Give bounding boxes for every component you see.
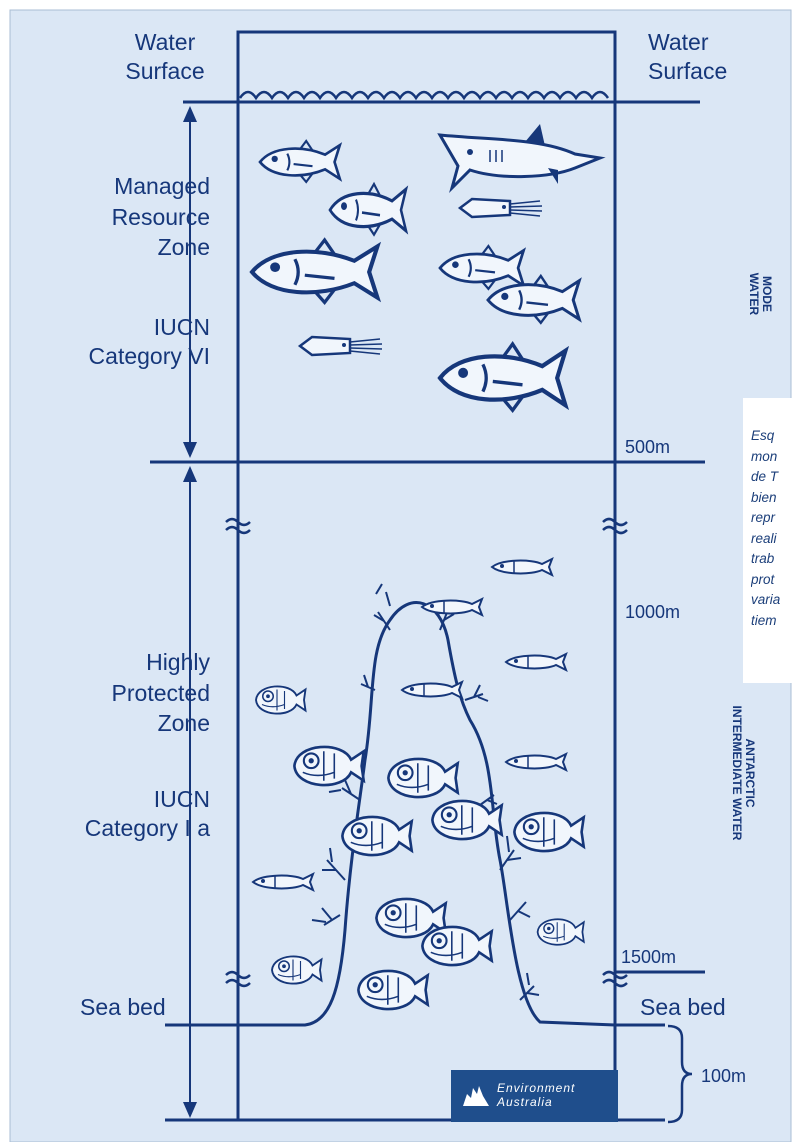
caption-line: reali: [751, 529, 793, 550]
depth-label-500m: 500m: [625, 436, 670, 459]
label-line: Zone: [30, 232, 210, 263]
label-line: Surface: [95, 57, 235, 86]
sea-bed-right-label: Sea bed: [640, 993, 726, 1022]
water-surface-left-label: Water Surface: [95, 28, 235, 87]
caption-line: bien: [751, 488, 793, 509]
depth-label-1500m: 1500m: [621, 946, 676, 969]
depth-label-100m: 100m: [701, 1065, 746, 1088]
label-line: Protected: [30, 678, 210, 709]
label-line: Category I a: [10, 814, 210, 843]
caption-line: de T: [751, 467, 793, 488]
environment-australia-logo: Environment Australia: [451, 1070, 618, 1122]
caption-line: Esq: [751, 426, 793, 447]
depth-label-1000m: 1000m: [625, 601, 680, 624]
caption-line: prot: [751, 570, 793, 591]
logo-line: Australia: [497, 1095, 575, 1109]
label-line: Water: [648, 28, 788, 57]
label-line: Highly: [30, 647, 210, 678]
mode-water-label: MODE WATER: [741, 264, 773, 324]
label-line: Managed: [30, 171, 210, 202]
sea-bed-left-label: Sea bed: [80, 993, 166, 1022]
label-line: Water: [95, 28, 235, 57]
label-line: Surface: [648, 57, 788, 86]
label-line: Zone: [30, 708, 210, 739]
antarctic-water-label: ANTARCTIC INTERMEDIATE WATER: [724, 693, 756, 853]
label-line: INTERMEDIATE WATER: [731, 693, 744, 853]
caption-line: trab: [751, 549, 793, 570]
label-line: WATER: [748, 264, 761, 324]
iucn-vi-label: IUCN Category VI: [20, 313, 210, 372]
label-line: IUCN: [10, 785, 210, 814]
caption-line: tiem: [751, 611, 793, 632]
caption-line: varia: [751, 590, 793, 611]
label-line: ANTARCTIC: [743, 693, 756, 853]
label-line: Resource: [30, 202, 210, 233]
label-line: MODE: [760, 264, 773, 324]
kangaroo-emblem-icon: [461, 1082, 491, 1108]
managed-zone-label: Managed Resource Zone: [30, 171, 210, 263]
caption-line: mon: [751, 447, 793, 468]
logo-line: Environment: [497, 1081, 575, 1095]
caption-line: repr: [751, 508, 793, 529]
label-line: IUCN: [20, 313, 210, 342]
water-surface-right-label: Water Surface: [648, 28, 788, 87]
label-line: Category VI: [20, 342, 210, 371]
caption-text: Esq mon de T bien repr reali trab prot v…: [751, 426, 793, 631]
highly-protected-label: Highly Protected Zone: [30, 647, 210, 739]
iucn-ia-label: IUCN Category I a: [10, 785, 210, 844]
